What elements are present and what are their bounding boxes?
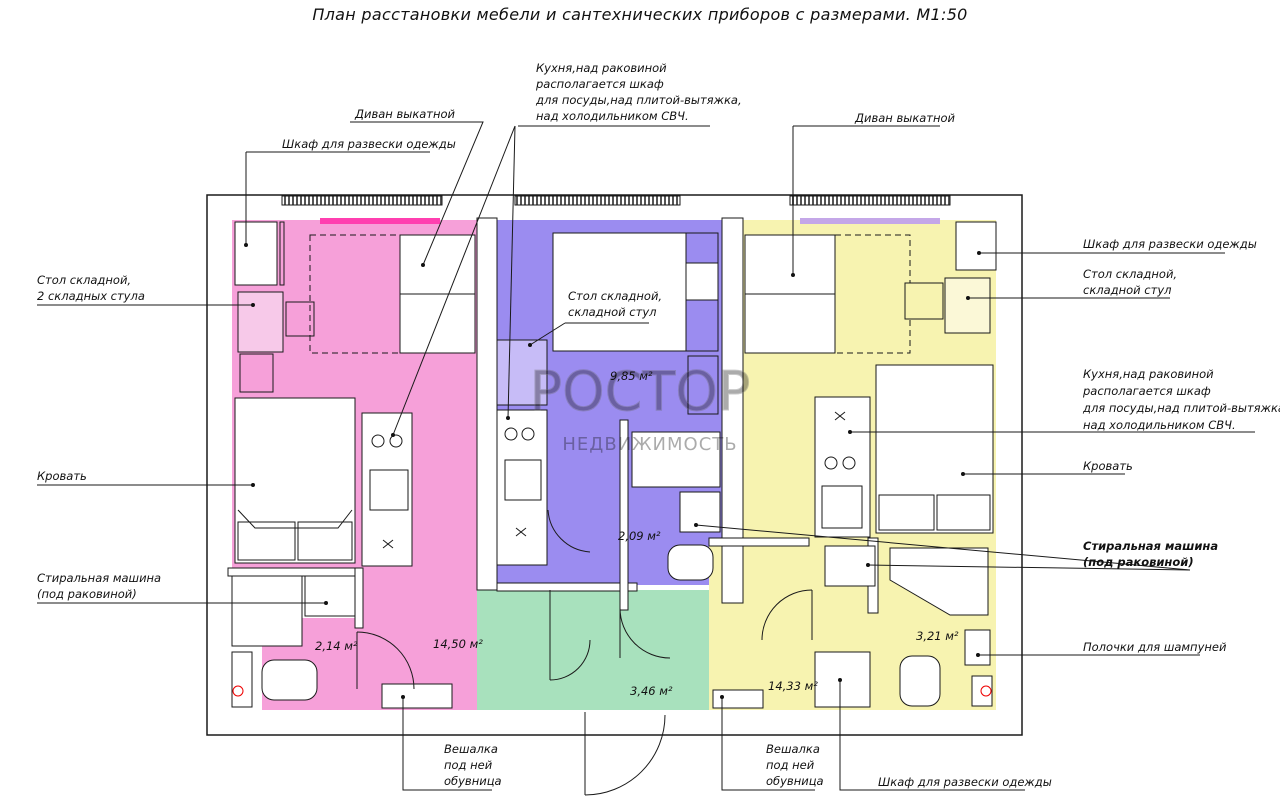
windows xyxy=(281,195,951,224)
svg-text:располагается шкаф: располагается шкаф xyxy=(535,77,664,91)
wc-right xyxy=(899,655,941,707)
svg-text:складной стул: складной стул xyxy=(1083,283,1172,297)
table-right xyxy=(944,277,991,334)
svg-text:для посуды,над плитой-вытяжка,: для посуды,над плитой-вытяжка, xyxy=(1082,401,1280,415)
svg-text:2,14 м²: 2,14 м² xyxy=(315,639,358,653)
svg-text:Кровать: Кровать xyxy=(37,469,87,483)
svg-text:Стиральная машина: Стиральная машина xyxy=(37,571,161,585)
table-mid xyxy=(496,339,548,406)
svg-text:Кухня,над раковиной: Кухня,над раковиной xyxy=(536,61,667,75)
bathtub-mid xyxy=(631,431,721,488)
leader-dots xyxy=(244,243,981,699)
svg-text:обувница: обувница xyxy=(444,774,502,788)
hanger-left xyxy=(381,683,453,709)
bathtub-right xyxy=(889,547,989,616)
svg-text:РОСТОР: РОСТОР xyxy=(530,360,751,423)
svg-text:Стол складной,: Стол складной, xyxy=(568,289,662,303)
doors xyxy=(356,509,813,796)
svg-text:под ней: под ней xyxy=(444,758,493,772)
svg-text:Стиральная машина: Стиральная машина xyxy=(1083,539,1218,553)
svg-text:(под раковиной): (под раковиной) xyxy=(37,587,137,601)
wardrobe-right xyxy=(955,221,997,271)
pink-furniture xyxy=(231,221,476,709)
svg-text:Шкаф для развески одежды: Шкаф для развески одежды xyxy=(1083,237,1257,251)
svg-text:складной стул: складной стул xyxy=(568,305,657,319)
svg-text:под ней: под ней xyxy=(766,758,815,772)
svg-text:Вешалка: Вешалка xyxy=(444,742,498,756)
washer-sink-mid xyxy=(679,491,721,533)
svg-text:3,46 м²: 3,46 м² xyxy=(630,684,673,698)
svg-text:Стол складной,: Стол складной, xyxy=(37,273,131,287)
wc-left xyxy=(261,659,318,701)
svg-text:для посуды,над плитой-вытяжка,: для посуды,над плитой-вытяжка, xyxy=(535,93,742,107)
svg-text:Кухня,над раковиной: Кухня,над раковиной xyxy=(1083,367,1214,381)
wc-mid xyxy=(667,544,714,581)
chair-left-2 xyxy=(239,353,274,393)
purple-furniture xyxy=(496,232,721,581)
svg-text:над холодильником СВЧ.: над холодильником СВЧ. xyxy=(1083,418,1236,432)
svg-text:(под раковиной): (под раковиной) xyxy=(1083,555,1194,569)
annotations: Диван выкатной Шкаф для развески одежды … xyxy=(37,61,1280,789)
svg-text:Стол складной,: Стол складной, xyxy=(1083,267,1177,281)
hall-green xyxy=(477,590,709,710)
svg-text:НЕДВИЖИМОСТЬ: НЕДВИЖИМОСТЬ xyxy=(562,434,737,455)
svg-text:Полочки для шампуней: Полочки для шампуней xyxy=(1083,640,1227,654)
bathtub-left xyxy=(231,575,303,647)
svg-text:Шкаф для развески одежды: Шкаф для развески одежды xyxy=(282,137,456,151)
svg-text:Диван выкатной: Диван выкатной xyxy=(854,111,956,125)
plan-title: План расстановки мебели и сантехнических… xyxy=(312,5,967,24)
washer-sink-left xyxy=(304,575,356,617)
area-labels: 14,50 м² 2,14 м² 9,85 м² 2,09 м² 3,46 м²… xyxy=(315,369,959,698)
chair-right xyxy=(904,282,944,320)
wardrobe-left xyxy=(234,221,278,286)
svg-text:Шкаф для развески одежды: Шкаф для развески одежды xyxy=(878,775,1052,789)
svg-text:обувница: обувница xyxy=(766,774,824,788)
watermark: РОСТОР НЕДВИЖИМОСТЬ xyxy=(529,360,751,456)
hanger-right xyxy=(712,689,764,709)
leader-lines xyxy=(37,121,1255,791)
svg-text:3,21 м²: 3,21 м² xyxy=(916,629,959,643)
svg-text:над холодильником СВЧ.: над холодильником СВЧ. xyxy=(536,109,689,123)
svg-text:14,33 м²: 14,33 м² xyxy=(768,679,818,693)
shampoo-shelf xyxy=(964,629,991,666)
yellow-furniture xyxy=(712,221,997,709)
svg-text:2,09 м²: 2,09 м² xyxy=(618,529,661,543)
svg-text:2 складных стула: 2 складных стула xyxy=(37,289,145,303)
wardrobe-bottom xyxy=(814,651,871,708)
folding-table-left xyxy=(237,291,284,353)
svg-text:Кровать: Кровать xyxy=(1083,459,1133,473)
svg-text:Диван выкатной: Диван выкатной xyxy=(354,107,456,121)
svg-text:9,85 м²: 9,85 м² xyxy=(610,369,653,383)
svg-text:Вешалка: Вешалка xyxy=(766,742,820,756)
svg-text:14,50 м²: 14,50 м² xyxy=(433,637,483,651)
svg-text:располагается шкаф: располагается шкаф xyxy=(1082,384,1211,398)
chair-left-1 xyxy=(285,301,315,337)
